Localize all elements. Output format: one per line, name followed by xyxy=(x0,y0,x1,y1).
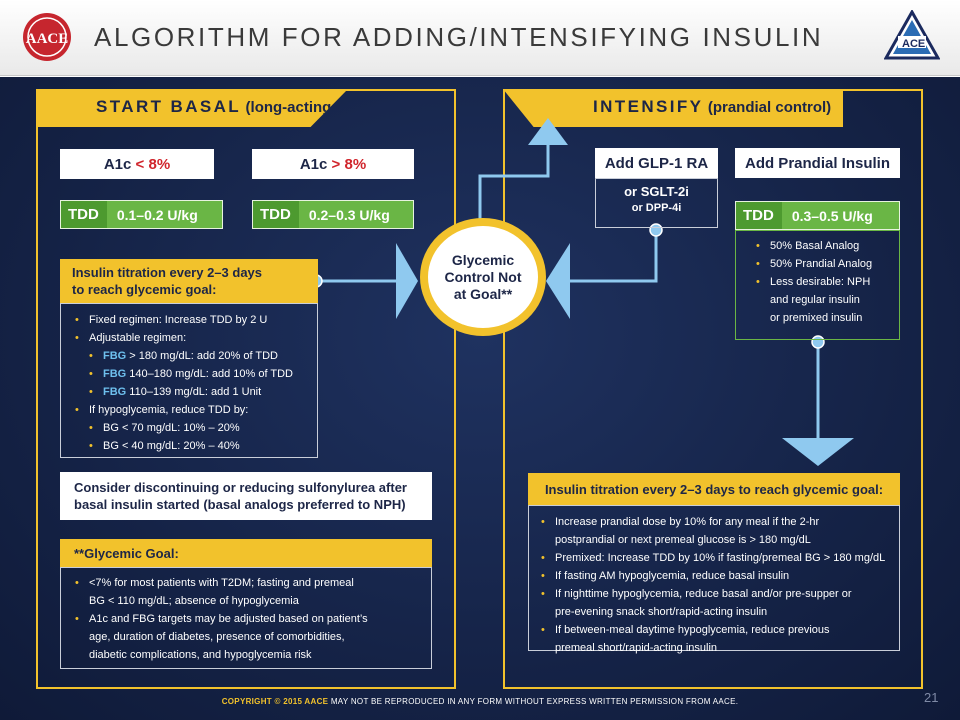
intensify-title: INTENSIFY xyxy=(593,97,704,116)
prandial-titration-header: Insulin titration every 2–3 days to reac… xyxy=(528,473,900,505)
prandial-titration-item-line: premeal short/rapid-acting insulin xyxy=(555,642,718,654)
basal-titration-text: > 180 mg/dL: add 20% of TDD xyxy=(126,350,278,362)
prandial-titration-item: If between-meal daytime hypoglycemia, re… xyxy=(541,621,899,657)
left-arrow-icon xyxy=(396,243,418,319)
slide-header: AACE ALGORITHM FOR ADDING/INTENSIFYING I… xyxy=(0,0,960,76)
ace-logo-text: ACE xyxy=(902,38,926,50)
prandial-titration-items: Increase prandial dose by 10% for any me… xyxy=(541,513,899,657)
prandial-titration-item: If nighttime hypoglycemia, reduce basal … xyxy=(541,585,899,621)
basal-titration-text: Fixed regimen: Increase TDD by 2 U xyxy=(89,314,268,326)
glycemic-goal-list: <7% for most patients with T2DM; fasting… xyxy=(60,567,432,669)
down-arrow-icon xyxy=(782,438,854,466)
up-arrow-icon xyxy=(528,118,568,145)
glycemic-goal-item-line: diabetic complications, and hypoglycemia… xyxy=(89,649,312,661)
tdd-low-box: TDD 0.1–0.2 U/kg xyxy=(60,200,223,229)
basal-titration-items: Fixed regimen: Increase TDD by 2 U Adjust… xyxy=(75,311,317,455)
glycemic-goal-item-line: A1c and FBG targets may be adjusted base… xyxy=(89,613,368,625)
prandial-titration-item-line: If between-meal daytime hypoglycemia, re… xyxy=(555,624,830,636)
add-prandial-insulin-box: Add Prandial Insulin xyxy=(735,148,900,178)
start-basal-title: START BASAL xyxy=(96,97,242,116)
copyright-notice: COPYRIGHT © 2015 AACE MAY NOT BE REPRODU… xyxy=(221,697,739,706)
glycemic-control-inner: Glycemic Control Not at Goal** xyxy=(428,226,538,328)
basal-titration-list: Fixed regimen: Increase TDD by 2 U Adjust… xyxy=(60,303,318,458)
prandial-breakdown-item-line: 50% Basal Analog xyxy=(770,240,860,252)
right-arrow-icon xyxy=(546,243,570,319)
prandial-breakdown-item: 50% Basal Analog xyxy=(756,237,899,255)
slide-title: ALGORITHM FOR ADDING/INTENSIFYING INSULI… xyxy=(94,22,824,52)
intensify-subtitle: (prandial control) xyxy=(707,99,832,116)
prandial-titration-item-line: If nighttime hypoglycemia, reduce basal … xyxy=(555,588,852,600)
basal-titration-text: BG < 40 mg/dL: 20% – 40% xyxy=(103,440,240,452)
basal-titration-item: If hypoglycemia, reduce TDD by: xyxy=(75,401,317,419)
tdd-prandial-box: TDD 0.3–0.5 U/kg xyxy=(735,201,900,230)
fbg-label: FBG xyxy=(103,386,127,398)
page-number: 21 xyxy=(924,690,939,705)
prandial-titration-item-line: If fasting AM hypoglycemia, reduce basal… xyxy=(555,570,790,582)
start-basal-subtitle: (long-acting insulin) xyxy=(245,99,389,116)
prandial-titration-item-line: Premixed: Increase TDD by 10% if fasting… xyxy=(555,552,886,564)
basal-titration-item: BG < 70 mg/dL: 10% – 20% xyxy=(75,419,317,437)
glycemic-goal-item: A1c and FBG targets may be adjusted base… xyxy=(75,610,431,664)
prandial-titration-item: Increase prandial dose by 10% for any me… xyxy=(541,513,899,549)
basal-titration-header: Insulin titration every 2–3 days to reac… xyxy=(60,259,318,303)
prandial-breakdown-item-line: or premixed insulin xyxy=(770,312,863,324)
prandial-titration-item: If fasting AM hypoglycemia, reduce basal… xyxy=(541,567,899,585)
basal-titration-text: 110–139 mg/dL: add 1 Unit xyxy=(126,386,262,398)
fbg-label: FBG xyxy=(103,368,127,380)
fbg-label: FBG xyxy=(103,350,127,362)
glycemic-goal-item-line: age, duration of diabetes, presence of c… xyxy=(89,631,345,643)
basal-titration-text: If hypoglycemia, reduce TDD by: xyxy=(89,404,249,416)
glycemic-control-text: Glycemic Control Not at Goal** xyxy=(444,251,522,302)
prandial-titration-list: Increase prandial dose by 10% for any me… xyxy=(528,505,900,654)
prandial-titration-item-line: Increase prandial dose by 10% for any me… xyxy=(555,516,820,528)
glycemic-goal-header: **Glycemic Goal: xyxy=(60,539,432,567)
a1c-low-box: A1c < 8% xyxy=(60,149,214,179)
prandial-breakdown-item-line: and regular insulin xyxy=(770,294,860,306)
glycemic-goal-item-line: <7% for most patients with T2DM; fasting… xyxy=(89,577,354,589)
glycemic-goal-item: <7% for most patients with T2DM; fasting… xyxy=(75,574,431,610)
basal-titration-item: FBG 140–180 mg/dL: add 10% of TDD xyxy=(75,365,317,383)
prandial-breakdown-item-line: 50% Prandial Analog xyxy=(770,258,873,270)
glycemic-goal-items: <7% for most patients with T2DM; fasting… xyxy=(75,574,431,664)
glp1-alternatives-box: or SGLT-2i or DPP-4i xyxy=(595,178,718,228)
right-connector-line xyxy=(570,230,658,283)
up-connector-line xyxy=(478,145,550,226)
tdd-high-box: TDD 0.2–0.3 U/kg xyxy=(252,200,414,229)
a1c-high-box: A1c > 8% xyxy=(252,149,414,179)
prandial-breakdown-item-line: Less desirable: NPH xyxy=(770,276,871,288)
add-glp1-box: Add GLP-1 RA xyxy=(595,148,718,178)
prandial-titration-item: Premixed: Increase TDD by 10% if fasting… xyxy=(541,549,899,567)
prandial-breakdown-item: Less desirable: NPH and regular insulin or… xyxy=(756,273,899,327)
prandial-breakdown-item: 50% Prandial Analog xyxy=(756,255,899,273)
ace-logo-icon xyxy=(884,10,940,60)
prandial-breakdown-items: 50% Basal Analog 50% Prandial AnalogLess … xyxy=(756,237,899,327)
basal-titration-item: FBG > 180 mg/dL: add 20% of TDD xyxy=(75,347,317,365)
basal-titration-item: Adjustable regimen: xyxy=(75,329,317,347)
prandial-titration-item-line: postprandial or next premeal glucose is … xyxy=(555,534,811,546)
basal-titration-item: Fixed regimen: Increase TDD by 2 U xyxy=(75,311,317,329)
aace-logo-icon: AACE xyxy=(23,13,71,61)
prandial-titration-item-line: pre-evening snack short/rapid-acting ins… xyxy=(555,606,768,618)
prandial-breakdown-list: 50% Basal Analog 50% Prandial AnalogLess … xyxy=(735,230,900,340)
sulfonylurea-note: Consider discontinuing or reducing sulfo… xyxy=(60,472,432,520)
basal-titration-item: BG < 40 mg/dL: 20% – 40% xyxy=(75,437,317,455)
basal-titration-text: 140–180 mg/dL: add 10% of TDD xyxy=(126,368,293,380)
svg-text:AACE: AACE xyxy=(26,31,69,47)
intensify-tab: INTENSIFY (prandial control) xyxy=(503,89,843,127)
basal-titration-text: Adjustable regimen: xyxy=(89,332,187,344)
basal-titration-text: BG < 70 mg/dL: 10% – 20% xyxy=(103,422,240,434)
start-basal-tab: START BASAL (long-acting insulin) xyxy=(36,89,348,127)
glycemic-goal-item-line: BG < 110 mg/dL; absence of hypoglycemia xyxy=(89,595,299,607)
basal-titration-item: FBG 110–139 mg/dL: add 1 Unit xyxy=(75,383,317,401)
